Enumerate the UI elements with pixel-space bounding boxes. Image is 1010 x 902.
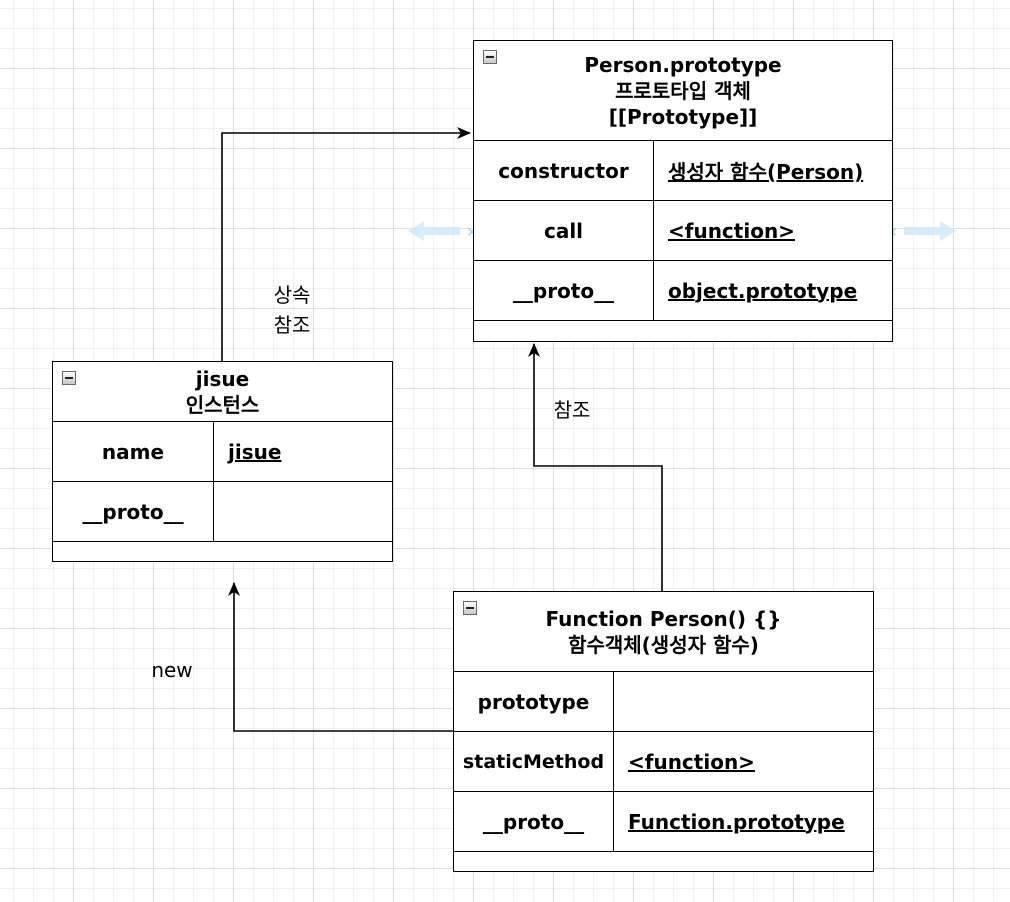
row-value-call: <function> bbox=[668, 218, 795, 243]
row-key-prototype: prototype bbox=[454, 672, 614, 731]
collapse-icon[interactable] bbox=[62, 371, 76, 385]
function-object-header[interactable]: Function Person() {} 함수객체(생성자 함수) bbox=[454, 592, 873, 672]
new-edge-label[interactable]: new bbox=[151, 658, 193, 682]
row-key-name: name bbox=[53, 422, 214, 481]
row-key-static-method: staticMethod bbox=[454, 732, 614, 791]
row-key-constructor: constructor bbox=[474, 141, 654, 200]
table-row[interactable]: __proto__ object.prototype bbox=[474, 261, 892, 321]
inherit-label-line1: 상속 bbox=[273, 283, 311, 307]
row-key-proto: __proto__ bbox=[454, 792, 614, 851]
row-key-call: call bbox=[474, 201, 654, 260]
table-footer bbox=[474, 321, 892, 340]
row-value-prototype bbox=[614, 672, 873, 731]
row-value-static-method: <function> bbox=[628, 749, 755, 774]
right-hover-arrow-icon[interactable]: × bbox=[887, 221, 956, 241]
row-value-proto: Function.prototype bbox=[628, 809, 845, 834]
svg-text:×: × bbox=[467, 225, 478, 240]
prototype-object-header[interactable]: Person.prototype 프로토타입 객체 [[Prototype]] bbox=[474, 41, 892, 141]
row-value-name: jisue bbox=[228, 439, 282, 464]
table-row[interactable]: constructor 생성자 함수(Person) bbox=[474, 141, 892, 201]
prototype-title: Person.prototype bbox=[584, 52, 782, 77]
inherit-connector[interactable] bbox=[221, 127, 471, 361]
table-row[interactable]: name jisue bbox=[53, 422, 392, 482]
table-row[interactable]: __proto__ Function.prototype bbox=[454, 792, 873, 852]
instance-header[interactable]: jisue 인스턴스 bbox=[53, 362, 392, 422]
prototype-object-table[interactable]: Person.prototype 프로토타입 객체 [[Prototype]] … bbox=[473, 40, 893, 342]
reference-edge-label[interactable]: 참조 bbox=[553, 398, 591, 422]
collapse-icon[interactable] bbox=[483, 50, 497, 64]
reference-connector[interactable] bbox=[528, 343, 663, 591]
left-hover-arrow-icon[interactable]: × bbox=[408, 221, 477, 241]
function-subtitle: 함수객체(생성자 함수) bbox=[568, 632, 759, 657]
new-connector[interactable] bbox=[228, 582, 454, 732]
table-footer bbox=[53, 542, 392, 560]
function-object-table[interactable]: Function Person() {} 함수객체(생성자 함수) protot… bbox=[453, 591, 874, 872]
row-value-proto: object.prototype bbox=[668, 278, 858, 303]
instance-table[interactable]: jisue 인스턴스 name jisue __proto__ bbox=[52, 361, 393, 562]
function-title: Function Person() {} bbox=[545, 606, 782, 631]
instance-title: jisue bbox=[195, 366, 250, 391]
instance-subtitle: 인스턴스 bbox=[185, 392, 260, 417]
row-key-proto: __proto__ bbox=[53, 482, 214, 541]
prototype-subtitle: 프로토타입 객체 bbox=[615, 78, 751, 103]
row-key-proto: __proto__ bbox=[474, 261, 654, 320]
table-row[interactable]: prototype bbox=[454, 672, 873, 732]
row-value-proto bbox=[214, 482, 392, 541]
collapse-icon[interactable] bbox=[463, 601, 477, 615]
table-row[interactable]: __proto__ bbox=[53, 482, 392, 542]
table-row[interactable]: staticMethod <function> bbox=[454, 732, 873, 792]
inherit-edge-label[interactable]: 상속 참조 bbox=[262, 280, 322, 340]
row-value-constructor: 생성자 함수(Person) bbox=[668, 160, 864, 184]
inherit-label-line2: 참조 bbox=[273, 313, 311, 337]
table-row[interactable]: call <function> bbox=[474, 201, 892, 261]
prototype-slot-label: [[Prototype]] bbox=[608, 104, 758, 129]
table-footer bbox=[454, 852, 873, 870]
